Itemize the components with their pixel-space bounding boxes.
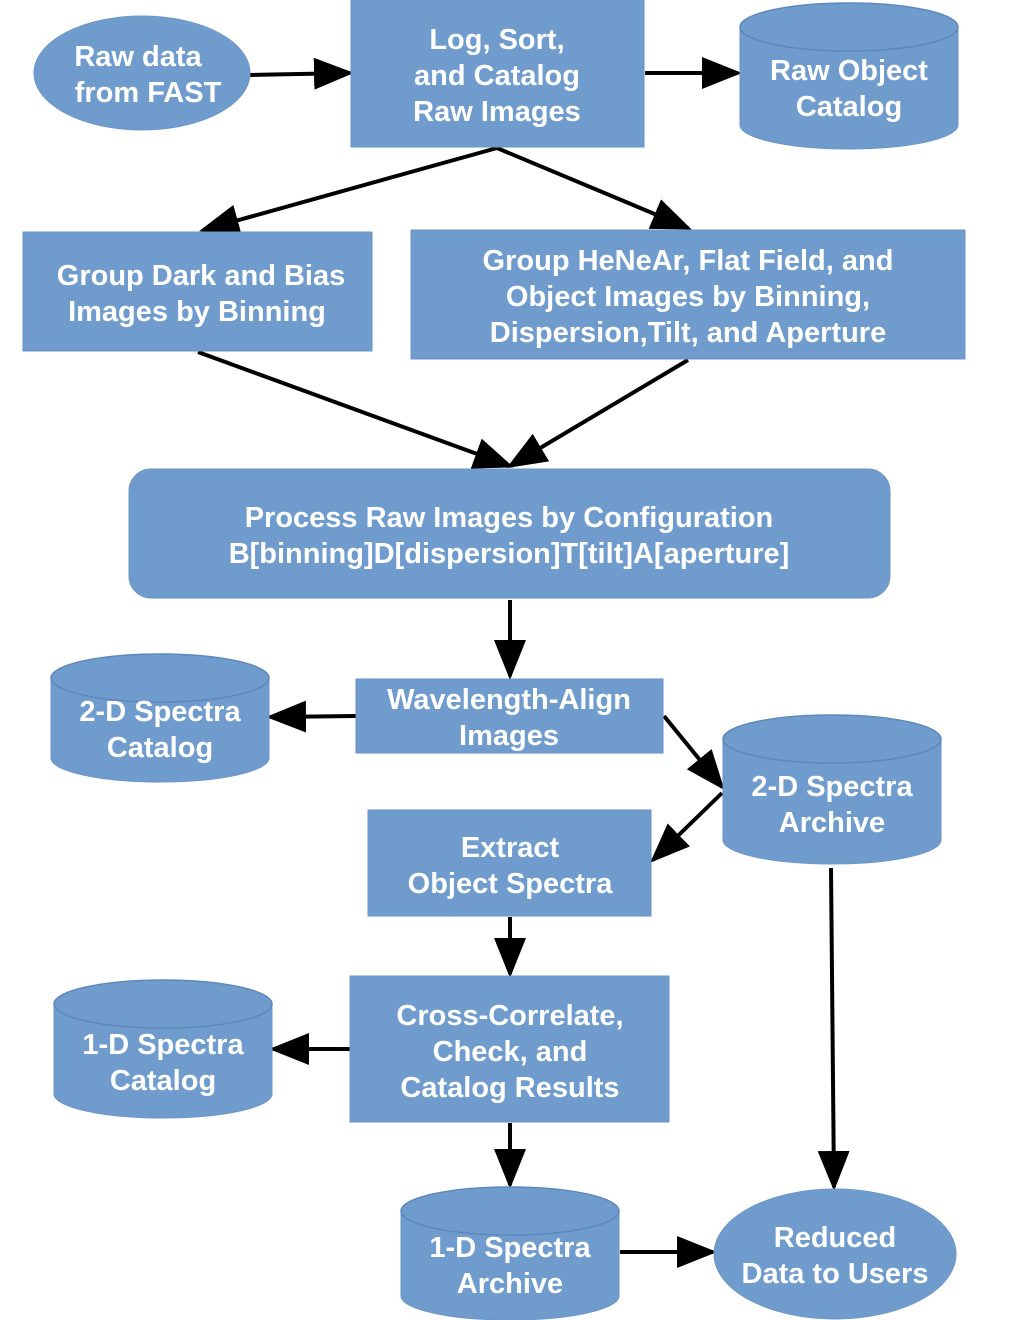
spectra-1d-catalog-label-2: Catalog bbox=[110, 1065, 216, 1097]
arrow-log-sort-to-group-henear bbox=[496, 146, 692, 230]
reduced-data-label-2: Data to Users bbox=[742, 1258, 929, 1290]
group-henear-node: Group HeNeAr, Flat Field, and Object Ima… bbox=[410, 229, 966, 360]
raw-data-node: Raw data from FAST bbox=[33, 15, 251, 131]
group-dark-bias-node: Group Dark and Bias Images by Binning bbox=[22, 231, 373, 352]
log-sort-label-1: Log, Sort, bbox=[429, 24, 564, 56]
wavelength-align-node: Wavelength-Align Images bbox=[355, 678, 664, 754]
spectra-2d-archive-node: 2-D Spectra Archive bbox=[722, 714, 942, 865]
cross-correlate-label-1: Cross-Correlate, bbox=[396, 1000, 623, 1032]
raw-data-label-2: from FAST bbox=[75, 77, 222, 109]
reduced-data-node: Reduced Data to Users bbox=[713, 1188, 957, 1320]
arrow-wavelength-align-to-spectra-2d-catalog bbox=[266, 700, 357, 733]
spectra-2d-archive-label-1: 2-D Spectra bbox=[751, 771, 913, 803]
process-raw-node: Process Raw Images by Configuration B[bi… bbox=[128, 468, 891, 599]
cross-correlate-label-2: Check, and bbox=[433, 1036, 588, 1068]
wavelength-align-label-2: Images bbox=[459, 720, 559, 752]
arrow-group-henear-to-process-raw bbox=[506, 358, 690, 469]
spectra-2d-catalog-label-2: Catalog bbox=[107, 732, 213, 764]
spectra-2d-catalog-label-1: 2-D Spectra bbox=[79, 696, 241, 728]
cross-correlate-node: Cross-Correlate, Check, and Catalog Resu… bbox=[349, 975, 670, 1123]
log-sort-label-2: and Catalog bbox=[414, 60, 580, 92]
spectra-2d-archive-label-2: Archive bbox=[779, 807, 885, 839]
arrow-raw-data-to-log-sort bbox=[249, 57, 354, 90]
arrow-wavelength-align-to-spectra-2d-archive bbox=[662, 714, 725, 791]
arrow-group-dark-bias-to-process-raw bbox=[197, 350, 514, 469]
process-raw-label-2: B[binning]D[dispersion]T[tilt]A[aperture… bbox=[229, 538, 790, 570]
log-sort-catalog-node: Log, Sort, and Catalog Raw Images bbox=[350, 0, 645, 148]
spectra-1d-catalog-node: 1-D Spectra Catalog bbox=[53, 979, 273, 1119]
extract-object-label-1: Extract bbox=[461, 832, 560, 864]
group-henear-label-1: Group HeNeAr, Flat Field, and bbox=[483, 245, 894, 277]
arrow-log-sort-to-group-dark-bias bbox=[199, 146, 498, 236]
arrow-spectra-2d-archive-to-extract-object bbox=[650, 791, 724, 863]
group-dark-bias-label-2: Images by Binning bbox=[68, 296, 326, 328]
extract-object-label-2: Object Spectra bbox=[408, 868, 614, 900]
raw-object-catalog-node: Raw Object Catalog bbox=[739, 2, 959, 150]
group-henear-label-2: Object Images by Binning, bbox=[506, 281, 870, 313]
reduced-data-label-1: Reduced bbox=[774, 1222, 896, 1254]
group-henear-label-3: Dispersion,Tilt, and Aperture bbox=[490, 317, 886, 349]
spectra-2d-catalog-node: 2-D Spectra Catalog bbox=[50, 653, 270, 783]
log-sort-label-3: Raw Images bbox=[413, 96, 581, 128]
raw-object-catalog-label-2: Catalog bbox=[796, 91, 902, 123]
spectra-1d-archive-label-1: 1-D Spectra bbox=[429, 1232, 591, 1264]
cross-correlate-label-3: Catalog Results bbox=[400, 1072, 619, 1104]
spectra-1d-archive-node: 1-D Spectra Archive bbox=[400, 1186, 620, 1320]
raw-data-label-1: Raw data bbox=[74, 41, 202, 73]
extract-object-node: Extract Object Spectra bbox=[367, 809, 652, 917]
group-dark-bias-label-1: Group Dark and Bias bbox=[57, 260, 345, 292]
process-raw-label-1: Process Raw Images by Configuration bbox=[245, 502, 774, 534]
arrow-spectra-2d-archive-to-reduced-data bbox=[817, 867, 850, 1191]
edges bbox=[197, 57, 850, 1268]
spectra-1d-archive-label-2: Archive bbox=[457, 1268, 563, 1300]
spectra-1d-catalog-label-1: 1-D Spectra bbox=[82, 1029, 244, 1061]
wavelength-align-label-1: Wavelength-Align bbox=[387, 684, 631, 716]
raw-object-catalog-label-1: Raw Object bbox=[770, 55, 928, 87]
